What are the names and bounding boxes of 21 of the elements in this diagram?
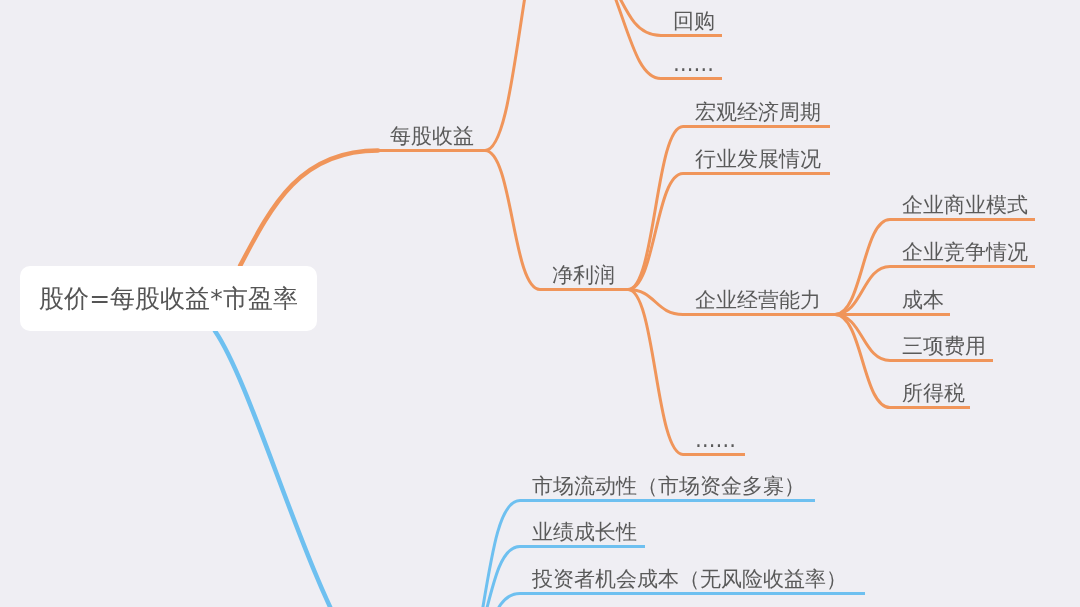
branch-line bbox=[833, 313, 892, 409]
branch-topic: 三项费用 bbox=[890, 333, 993, 362]
branch-topic: …… bbox=[661, 51, 722, 80]
branch-topic: 行业发展情况 bbox=[683, 146, 830, 175]
branch-topic: 企业竞争情况 bbox=[890, 239, 1035, 268]
branch-topic: 投资者机会成本（无风险收益率） bbox=[520, 566, 865, 595]
branch-topic: 每股收益 bbox=[378, 123, 485, 152]
branch-topic: …… bbox=[683, 427, 745, 456]
branch-topic: 企业商业模式 bbox=[890, 192, 1035, 221]
branch-line bbox=[483, 149, 542, 291]
branch-topic: 企业经营能力 bbox=[683, 287, 835, 316]
branch-topic: 所得税 bbox=[890, 380, 970, 409]
branch-topic: 净利润 bbox=[540, 262, 628, 291]
branch-line bbox=[237, 148, 381, 269]
branch-line bbox=[626, 288, 685, 456]
branch-topic: 回购 bbox=[661, 8, 722, 37]
branch-topic: 业绩成长性 bbox=[520, 519, 645, 548]
branch-topic: 市场流动性（市场资金多寡） bbox=[520, 473, 815, 502]
branch-topic: 宏观经济周期 bbox=[683, 99, 830, 128]
branch-topic: 成本 bbox=[890, 287, 950, 316]
root-topic-box: 股价=每股收益*市盈率 bbox=[20, 266, 317, 331]
